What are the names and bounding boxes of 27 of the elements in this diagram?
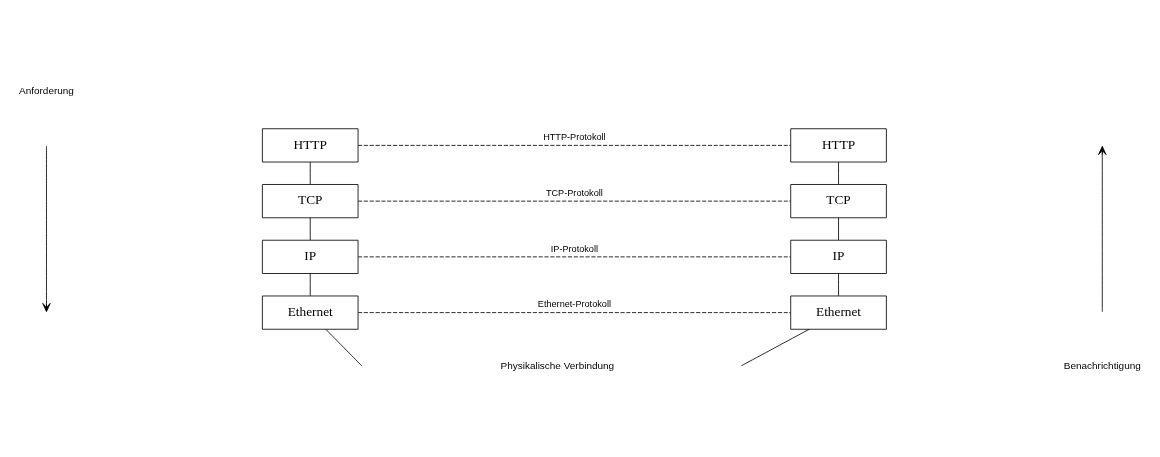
node-box: HTTP <box>261 127 359 162</box>
node-box: IP <box>790 239 887 274</box>
connector <box>357 255 791 257</box>
connector <box>309 216 311 240</box>
node-box: TCP <box>261 183 359 218</box>
connector <box>309 161 311 185</box>
connector <box>838 161 839 185</box>
edge-label: TCP-Protokoll <box>545 187 603 198</box>
node-box: Ethernet <box>261 295 359 330</box>
connector <box>740 328 810 366</box>
connector <box>309 272 311 296</box>
connector <box>838 216 839 240</box>
edge-label: IP-Protokoll <box>550 243 599 254</box>
node-box: TCP <box>790 183 887 218</box>
node-box: HTTP <box>790 127 887 162</box>
label: Physikalische Verbindung <box>500 359 615 371</box>
label: Benachrichtigung <box>1063 359 1141 371</box>
edge-label: Ethernet-Protokoll <box>537 298 611 309</box>
label: Anforderung <box>19 84 74 96</box>
node-box: Ethernet <box>790 295 887 330</box>
connector <box>838 272 839 296</box>
node-box: IP <box>261 239 359 274</box>
connector <box>357 311 791 313</box>
connector <box>357 144 791 146</box>
connector <box>325 328 363 366</box>
connector <box>357 200 791 202</box>
edge-label: HTTP-Protokoll <box>543 131 606 142</box>
